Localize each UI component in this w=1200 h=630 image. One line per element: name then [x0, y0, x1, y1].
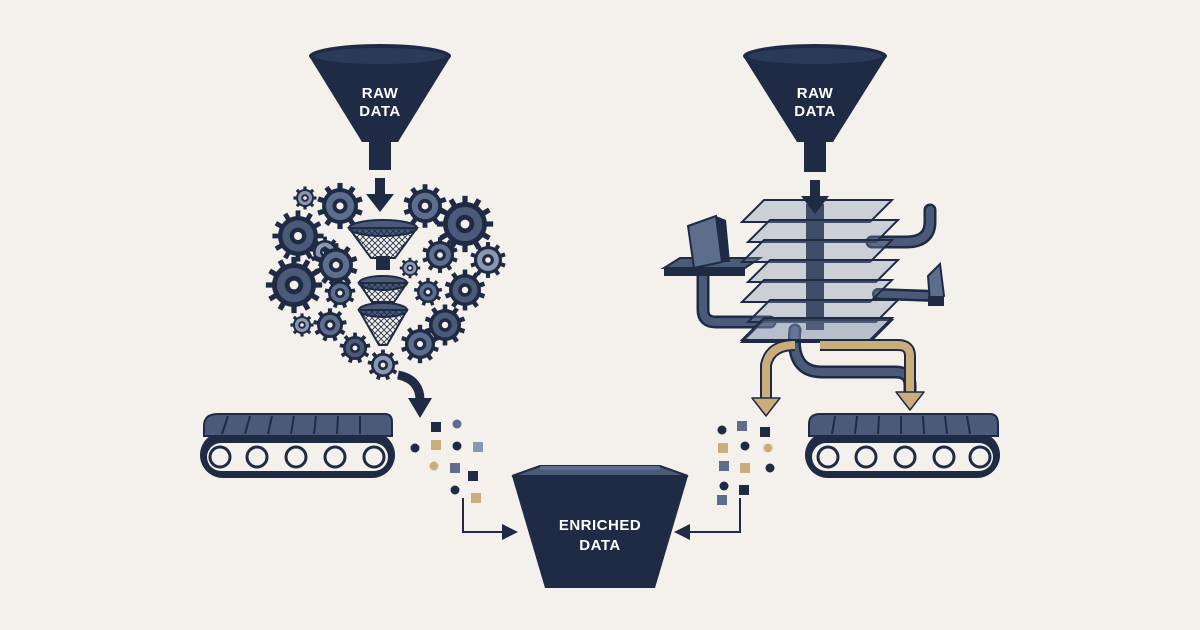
data-particle-icon [740, 463, 750, 473]
right-pipeline: RAW DATA [660, 44, 1000, 540]
gear-icon [436, 195, 494, 253]
gear-icon [314, 243, 358, 287]
data-particle-icon [468, 471, 478, 481]
data-particle-icon [760, 427, 770, 437]
gear-cluster [265, 182, 506, 381]
gear-icon [422, 237, 458, 273]
left-raw-data-funnel-icon: RAW DATA [309, 44, 451, 170]
gear-icon [367, 349, 399, 381]
gold-output-arrow-icon [751, 339, 796, 417]
sieve-bottom-icon [357, 302, 409, 346]
data-particle-icon [410, 443, 420, 453]
gear-icon [265, 256, 323, 314]
left-pipeline: RAW DATA [200, 44, 518, 540]
left-data-particles [410, 419, 483, 503]
right-connector-arrow-icon [674, 498, 741, 540]
data-particle-icon [719, 461, 729, 471]
data-particle-icon [429, 461, 439, 471]
data-particle-icon [450, 485, 460, 495]
gear-icon [399, 257, 421, 279]
data-particle-icon [431, 440, 441, 450]
data-particle-icon [717, 495, 727, 505]
translucent-layer [739, 239, 895, 263]
left-connector-arrow-icon [462, 498, 518, 540]
data-particle-icon [740, 441, 750, 451]
right-funnel-label-line1: RAW [797, 85, 834, 102]
data-particle-icon [737, 421, 747, 431]
data-particle-icon [450, 463, 460, 473]
left-down-arrow-icon [366, 178, 394, 212]
gear-icon [313, 308, 347, 342]
left-conveyor-belt-icon [200, 413, 395, 478]
mounting-bracket-icon [926, 261, 946, 306]
data-particle-icon [471, 493, 481, 503]
gear-icon [290, 313, 314, 337]
left-funnel-label-line1: RAW [362, 85, 399, 102]
data-particle-icon [473, 442, 483, 452]
right-funnel-label-line2: DATA [794, 103, 835, 120]
translucent-layer [745, 299, 901, 323]
data-particle-icon [431, 422, 441, 432]
data-particle-icon [717, 425, 727, 435]
gear-icon [293, 186, 317, 210]
data-particle-icon [452, 419, 462, 429]
translucent-layer [739, 317, 895, 341]
data-particle-icon [765, 463, 775, 473]
data-particle-icon [763, 443, 773, 453]
gear-icon [324, 277, 356, 309]
gear-icon [424, 304, 466, 346]
right-data-particles [717, 421, 775, 505]
data-particle-icon [739, 485, 749, 495]
gear-icon [401, 324, 439, 364]
enriched-label-line1: ENRICHED [559, 517, 641, 534]
left-curved-arrow-icon [396, 370, 432, 418]
sieve-top-icon [347, 219, 419, 270]
gear-icon [339, 332, 371, 364]
gear-icon [403, 184, 447, 228]
data-particle-icon [452, 441, 462, 451]
mounting-platform-icon [660, 214, 764, 276]
translucent-layer [745, 259, 901, 283]
enriched-data-container-icon: ENRICHED DATA [511, 465, 689, 588]
stacked-layers-icon [739, 199, 901, 343]
right-raw-data-funnel-icon: RAW DATA [743, 44, 887, 172]
gold-side-arrow-icon [820, 339, 925, 411]
data-particle-icon [719, 481, 729, 491]
left-funnel-label-line2: DATA [359, 103, 400, 120]
gear-icon [413, 277, 443, 306]
right-down-arrow-icon [801, 180, 829, 214]
gear-icon [272, 210, 324, 262]
stack-core-pipe-icon [806, 204, 824, 330]
gear-icon [470, 242, 506, 278]
right-conveyor-belt-icon [805, 413, 1000, 478]
translucent-layer [745, 219, 901, 243]
translucent-layer [739, 279, 895, 303]
gear-icon [444, 269, 486, 311]
sieve-middle-icon [357, 275, 409, 303]
data-particle-icon [718, 443, 728, 453]
enriched-label-line2: DATA [579, 537, 620, 554]
